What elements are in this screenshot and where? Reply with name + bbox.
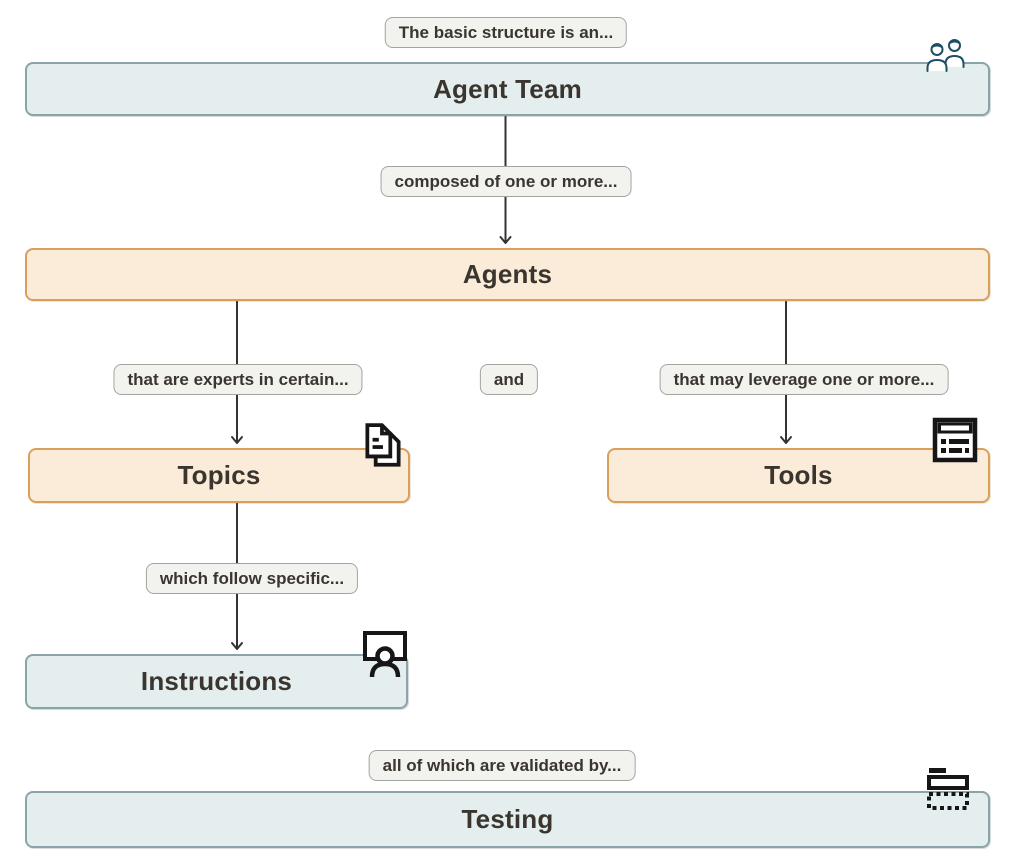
node-instructions-label: Instructions xyxy=(140,666,293,696)
dashed-field-icon xyxy=(926,766,972,812)
edge-label-experts: that are experts in certain... xyxy=(113,364,363,395)
two-users-icon xyxy=(923,36,969,72)
node-tools: Tools xyxy=(607,448,990,503)
edge-label-and: and xyxy=(479,364,539,395)
node-testing: Testing xyxy=(25,791,990,848)
list-window-icon xyxy=(932,417,978,463)
documents-icon xyxy=(360,422,406,470)
node-topics: Topics xyxy=(28,448,410,503)
node-tools-label: Tools xyxy=(764,460,833,490)
edge-label-intro: The basic structure is an... xyxy=(384,17,628,48)
node-testing-label: Testing xyxy=(461,804,554,834)
edge-label-validated: all of which are validated by... xyxy=(368,750,636,781)
edge-label-follow: which follow specific... xyxy=(145,563,359,594)
edge-label-leverage: that may leverage one or more... xyxy=(659,364,949,395)
node-instructions: Instructions xyxy=(25,654,408,709)
node-agents-label: Agents xyxy=(462,259,553,289)
node-topics-label: Topics xyxy=(177,460,261,490)
node-agents: Agents xyxy=(25,248,990,301)
edge-label-composed: composed of one or more... xyxy=(380,166,632,197)
user-frame-icon xyxy=(362,630,408,678)
node-agent-team: Agent Team xyxy=(25,62,990,116)
node-agent-team-label: Agent Team xyxy=(433,73,582,104)
